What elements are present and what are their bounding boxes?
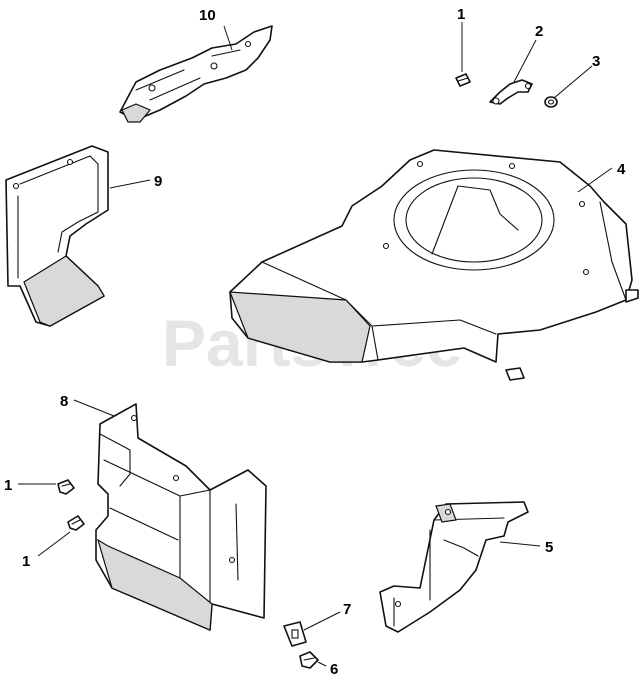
callout-1-top: 1 <box>457 6 465 23</box>
callout-7: 7 <box>343 601 351 618</box>
part-10-bracket <box>119 25 273 123</box>
callouts: 10 1 2 3 9 4 8 1 1 5 7 6 <box>4 6 626 678</box>
part-1-screw-top <box>455 73 471 87</box>
part-5-side-shield <box>379 501 529 633</box>
callout-1-left-upper: 1 <box>4 477 12 494</box>
callout-10: 10 <box>199 7 216 24</box>
part-8-lower-baffle <box>95 403 267 631</box>
callout-2: 2 <box>535 23 543 40</box>
callout-8: 8 <box>60 393 68 410</box>
part-1-screw-left-upper <box>57 479 75 495</box>
leader-lines <box>18 22 613 667</box>
callout-6: 6 <box>330 661 338 678</box>
part-6-screw <box>299 651 319 669</box>
callout-3: 3 <box>592 53 600 70</box>
part-2-clamp <box>489 79 533 105</box>
part-7-clip <box>283 621 307 647</box>
part-9-side-baffle <box>5 145 109 327</box>
part-3-washer <box>544 96 558 108</box>
callout-4: 4 <box>617 161 626 178</box>
part-1-screw-left-lower <box>67 515 85 531</box>
callout-5: 5 <box>545 539 553 556</box>
callout-1-left-lower: 1 <box>22 553 30 570</box>
callout-9: 9 <box>154 173 162 190</box>
part-4-blower-housing <box>229 149 639 381</box>
